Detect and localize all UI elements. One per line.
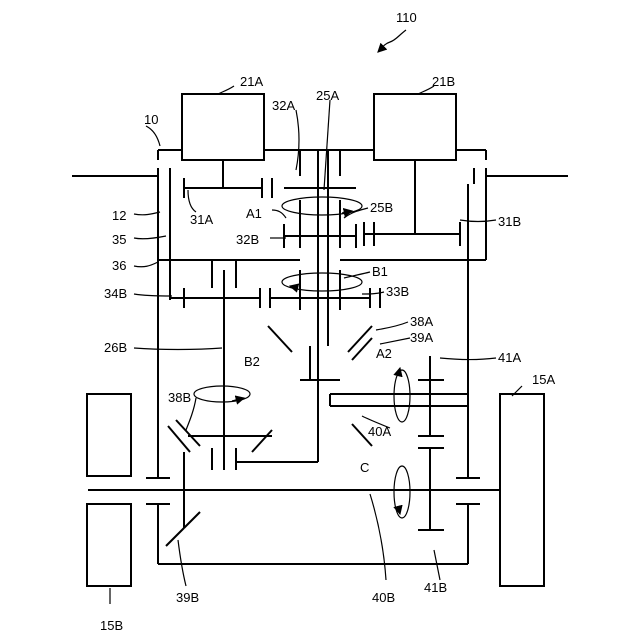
rotation-a1 <box>282 197 362 215</box>
label-38b: 38B <box>168 390 191 405</box>
wheel-15b <box>87 504 131 586</box>
rotation-b1 <box>282 273 362 291</box>
label-41a: 41A <box>498 350 521 365</box>
label-25a: 25A <box>316 88 339 103</box>
label-39b: 39B <box>176 590 199 605</box>
label-31b: 31B <box>498 214 521 229</box>
label-b1: B1 <box>372 264 388 279</box>
shaft-34b <box>170 260 260 308</box>
label-33b: 33B <box>386 284 409 299</box>
bevel-38b <box>166 420 272 546</box>
label-32a: 32A <box>272 98 295 113</box>
label-31a: 31A <box>190 212 213 227</box>
label-34b: 34B <box>104 286 127 301</box>
rotation-b2 <box>194 386 250 402</box>
label-15b: 15B <box>100 618 123 633</box>
housing-36 <box>146 260 486 564</box>
label-15a: 15A <box>532 372 555 387</box>
leader-lines <box>110 86 522 604</box>
motor-21a <box>182 94 264 160</box>
label-38a: 38A <box>410 314 433 329</box>
rotation-c <box>394 466 410 518</box>
bevel-38a <box>268 326 372 360</box>
vehicle-axle <box>72 176 568 490</box>
label-b2: B2 <box>244 354 260 369</box>
label-a1: A1 <box>246 206 262 221</box>
label-40a: 40A <box>368 424 391 439</box>
label-39a: 39A <box>410 330 433 345</box>
wheel-left-upper <box>87 394 131 476</box>
label-10: 10 <box>144 112 158 127</box>
motor-21b <box>374 94 456 160</box>
label-25b: 25B <box>370 200 393 215</box>
label-21b: 21B <box>432 74 455 89</box>
label-41b: 41B <box>424 580 447 595</box>
wheel-15a <box>500 394 544 586</box>
label-21a: 21A <box>240 74 263 89</box>
label-36: 36 <box>112 258 126 273</box>
label-a2: A2 <box>376 346 392 361</box>
figure-label-110: 110 <box>396 10 417 25</box>
shaft-26b <box>188 270 318 470</box>
label-35: 35 <box>112 232 126 247</box>
label-12: 12 <box>112 208 126 223</box>
label-40b: 40B <box>372 590 395 605</box>
label-26b: 26B <box>104 340 127 355</box>
figure-reference: 110 <box>378 10 417 52</box>
bevel-40a <box>330 356 468 530</box>
label-32b: 32B <box>236 232 259 247</box>
housing-12 <box>158 184 486 478</box>
shaft-31a <box>184 160 272 198</box>
label-c: C <box>360 460 369 475</box>
